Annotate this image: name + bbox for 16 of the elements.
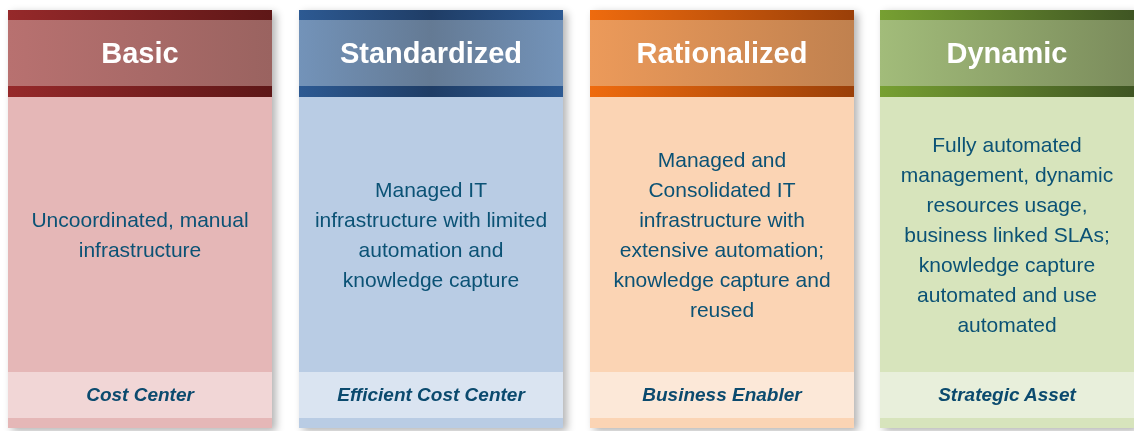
column-title: Basic	[101, 36, 179, 70]
column-card	[880, 10, 1134, 428]
footer-label: Cost Center	[86, 384, 194, 406]
description-text: Managed and Consolidated IT infrastructure with extensive automation; knowledge capture and reused	[612, 146, 832, 323]
description-text: Managed IT infrastructure with limited automation and knowledge capture	[313, 176, 549, 293]
footer-label: Efficient Cost Center	[337, 384, 525, 406]
column-card	[590, 10, 854, 428]
footer-label: Strategic Asset	[938, 384, 1076, 406]
column-card	[299, 10, 563, 428]
footer-label: Business Enabler	[642, 384, 802, 406]
description-text: Uncoordinated, manual infrastructure	[30, 206, 250, 263]
column-title: Dynamic	[946, 36, 1068, 70]
column-title: Standardized	[339, 36, 523, 70]
column-title: Rationalized	[636, 36, 808, 70]
column-card	[8, 10, 272, 428]
description-text: Fully automated management, dynamic resources usage, business linked SLAs; knowledge capture automated and use automated	[899, 131, 1115, 338]
